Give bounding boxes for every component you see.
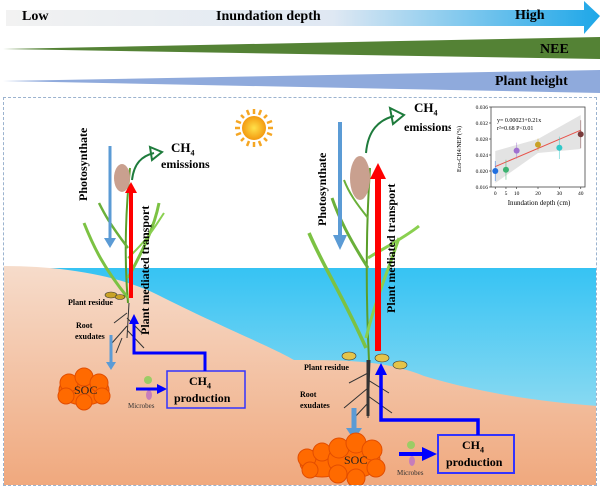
right-soc-label: SOC xyxy=(344,453,368,467)
right-production-label: production xyxy=(446,455,503,469)
left-photosynthate-label: Photosynthate xyxy=(76,127,90,201)
right-transport-label: Plant mediated transport xyxy=(384,183,398,313)
inset-annotation-line2: r²=0.68 P<0.01 xyxy=(497,126,533,132)
left-production-to-plant-arrowhead xyxy=(129,314,139,324)
right-emissions-label: emissions xyxy=(404,120,453,134)
plant-height-label: Plant height xyxy=(495,74,568,89)
left-ch4-emissions-label: CH4 xyxy=(171,140,195,158)
right-reed-plant xyxy=(307,156,420,362)
right-root-label: Root xyxy=(300,390,317,399)
y-tick-label: 0.016 xyxy=(476,185,489,191)
right-photosynthate-label: Photosynthate xyxy=(315,152,329,226)
right-soc-to-production-arrowhead xyxy=(422,447,437,461)
right-microbe-icon-2 xyxy=(409,456,415,466)
left-production-label: production xyxy=(174,391,231,405)
inset-x-axis-label: Inundation depth (cm) xyxy=(508,199,571,207)
left-production-ch4-label: CH4 xyxy=(189,374,211,391)
left-plant-residue-icon-2 xyxy=(114,294,126,300)
nee-label: NEE xyxy=(540,42,569,57)
right-photosynthate-arrowhead xyxy=(333,235,347,250)
inset-scatter-chart: 0.016 0.020 0.024 0.028 0.032 0.036 0 5 10 20 30 40… xyxy=(451,101,595,209)
left-soc-cloud xyxy=(57,367,111,411)
right-ch4-emissions-label: CH4 xyxy=(414,100,438,118)
high-label: High xyxy=(515,8,545,23)
right-plant-residue-icon-3 xyxy=(392,360,408,370)
soil-bank xyxy=(4,266,596,485)
left-transport-label: Plant mediated transport xyxy=(138,205,152,335)
data-point xyxy=(513,147,520,154)
header-gradient-bars xyxy=(3,1,600,93)
data-point xyxy=(535,141,541,148)
left-exudate-arrowhead xyxy=(106,362,116,370)
left-emission-arrowhead xyxy=(148,145,164,162)
left-photosynthate-arrowhead xyxy=(104,238,116,248)
right-ch4-production-box xyxy=(437,434,515,474)
left-exudates-label: exudates xyxy=(75,332,105,341)
data-point xyxy=(492,168,499,174)
right-emission-arrowhead xyxy=(388,106,406,126)
scene-panel: Photosynthate Plant mediated transport C… xyxy=(3,97,597,486)
left-soc-to-production-arrowhead xyxy=(157,384,167,394)
data-point xyxy=(577,131,584,138)
left-transport-arrowhead xyxy=(125,182,137,193)
left-microbes-label: Microbes xyxy=(128,402,155,410)
inset-y-axis-label: Eco-CH4/NEP (%) xyxy=(456,126,463,172)
right-microbes-label: Microbes xyxy=(397,469,424,477)
y-tick-label: 0.032 xyxy=(476,121,489,127)
nee-wedge xyxy=(3,37,600,59)
x-tick-label: 5 xyxy=(505,191,508,197)
left-emissions-label: emissions xyxy=(161,157,210,171)
data-point xyxy=(502,166,509,173)
inundation-depth-title: Inundation depth xyxy=(216,9,321,24)
x-tick-label: 20 xyxy=(535,191,541,197)
right-roots xyxy=(343,359,393,419)
sun-icon xyxy=(235,109,273,147)
y-tick-label: 0.024 xyxy=(476,153,489,159)
right-microbe-icon xyxy=(407,441,415,449)
low-label: Low xyxy=(22,9,49,24)
right-production-to-plant-arrow xyxy=(379,373,480,435)
right-plant-residue-icon-2 xyxy=(374,353,390,363)
y-tick-label: 0.020 xyxy=(476,169,489,175)
left-microbe-icon-2 xyxy=(146,390,152,400)
left-production-to-plant-arrow xyxy=(132,322,207,371)
left-soc-label: SOC xyxy=(74,383,98,397)
data-point xyxy=(556,144,563,151)
right-plant-residue-icon xyxy=(341,351,357,361)
right-production-to-plant-arrowhead xyxy=(375,363,387,375)
inset-annotation-line1: y= 0.00023+0.21x xyxy=(497,118,541,124)
scene-graphics xyxy=(4,106,596,485)
plant-height-wedge xyxy=(3,70,600,93)
y-tick-label: 0.028 xyxy=(476,137,489,143)
right-exudates-label: exudates xyxy=(300,401,330,410)
x-tick-label: 30 xyxy=(557,191,563,197)
right-production-ch4-label: CH4 xyxy=(462,438,484,455)
left-root-label: Root xyxy=(76,321,93,330)
inundation-depth-arrow xyxy=(6,1,600,34)
right-transport-arrowhead xyxy=(370,163,386,179)
left-plant-residue-label: Plant residue xyxy=(68,298,113,307)
x-tick-label: 40 xyxy=(578,191,584,197)
left-microbe-icon xyxy=(144,376,152,384)
right-soc-cloud xyxy=(297,432,386,485)
y-tick-label: 0.036 xyxy=(476,105,489,111)
right-emission-arrow xyxy=(365,115,395,154)
x-tick-label: 10 xyxy=(514,191,520,197)
x-tick-label: 0 xyxy=(494,191,497,197)
right-plant-residue-label: Plant residue xyxy=(304,363,349,372)
